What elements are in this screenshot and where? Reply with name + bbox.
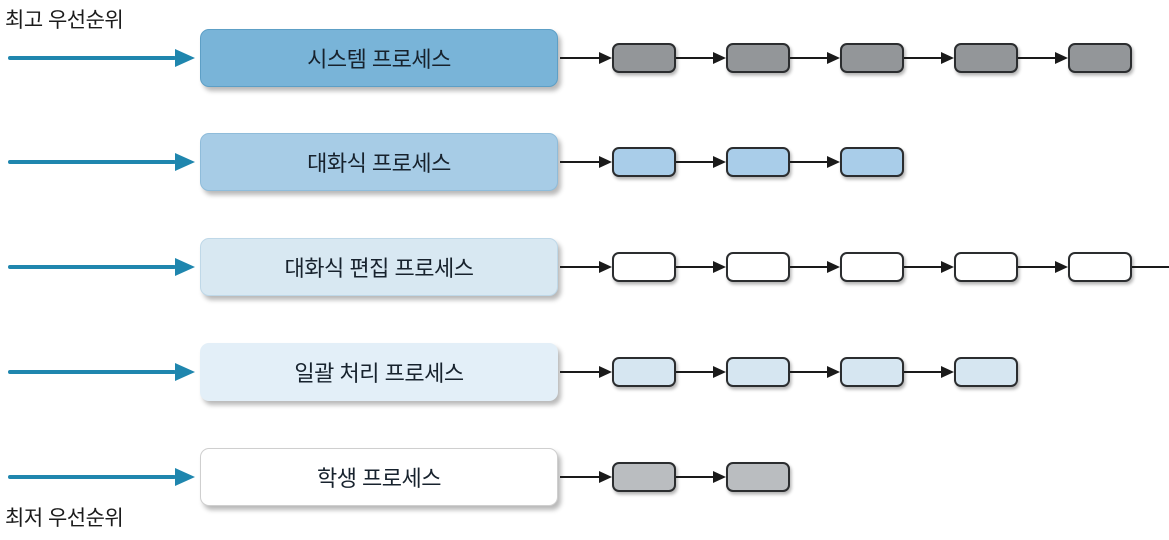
- highest-priority-label: 최고 우선순위: [5, 9, 124, 32]
- queue-link-arrow: [790, 366, 840, 378]
- queue-link-arrow: [676, 366, 726, 378]
- process-item-box: [954, 43, 1018, 73]
- process-item-box: [954, 357, 1018, 387]
- lowest-priority-label: 최저 우선순위: [5, 507, 124, 530]
- queue-box: 대화식 프로세스: [200, 133, 558, 191]
- process-item-box: [612, 462, 676, 492]
- process-item-box: [726, 357, 790, 387]
- queue-link-arrow: [904, 52, 954, 64]
- priority-entry-arrow: [8, 363, 195, 381]
- process-item-box: [726, 252, 790, 282]
- queue-box-label: 시스템 프로세스: [307, 47, 451, 72]
- queue-item-chain: [560, 41, 1132, 75]
- process-item-box: [612, 357, 676, 387]
- process-item-box: [840, 147, 904, 177]
- priority-entry-arrow: [8, 258, 195, 276]
- queue-item-chain: [560, 355, 1018, 389]
- queue-link-arrow: [676, 156, 726, 168]
- queue-box-label: 일괄 처리 프로세스: [294, 361, 464, 386]
- process-item-box: [726, 462, 790, 492]
- queue-item-chain: [560, 250, 1169, 284]
- process-item-box: [840, 357, 904, 387]
- process-item-box: [840, 252, 904, 282]
- queue-box: 시스템 프로세스: [200, 29, 558, 87]
- queue-link-arrow: [1018, 52, 1068, 64]
- queue-item-chain: [560, 145, 904, 179]
- queue-link-arrow: [790, 156, 840, 168]
- process-item-box: [954, 252, 1018, 282]
- queue-box-label: 대화식 편집 프로세스: [284, 256, 474, 281]
- process-item-box: [612, 147, 676, 177]
- queue-link-arrow: [560, 261, 612, 273]
- queue-box-label: 학생 프로세스: [316, 466, 442, 491]
- process-item-box: [840, 43, 904, 73]
- queue-continues-arrow: [1132, 266, 1169, 268]
- queue-link-arrow: [676, 52, 726, 64]
- queue-link-arrow: [560, 156, 612, 168]
- priority-entry-arrow: [8, 49, 195, 67]
- queue-link-arrow: [790, 261, 840, 273]
- queue-link-arrow: [676, 471, 726, 483]
- queue-box: 학생 프로세스: [200, 448, 558, 506]
- queue-link-arrow: [904, 366, 954, 378]
- process-item-box: [1068, 252, 1132, 282]
- process-item-box: [612, 252, 676, 282]
- queue-link-arrow: [560, 366, 612, 378]
- queue-box: 대화식 편집 프로세스: [200, 238, 558, 296]
- process-item-box: [726, 147, 790, 177]
- queue-link-arrow: [790, 52, 840, 64]
- queue-link-arrow: [904, 261, 954, 273]
- process-item-box: [726, 43, 790, 73]
- queue-link-arrow: [676, 261, 726, 273]
- queue-link-arrow: [560, 52, 612, 64]
- priority-entry-arrow: [8, 153, 195, 171]
- queue-box-label: 대화식 프로세스: [307, 151, 451, 176]
- priority-entry-arrow: [8, 468, 195, 486]
- process-item-box: [1068, 43, 1132, 73]
- queue-item-chain: [560, 460, 790, 494]
- queue-link-arrow: [1018, 261, 1068, 273]
- process-item-box: [612, 43, 676, 73]
- queue-box: 일괄 처리 프로세스: [200, 343, 558, 401]
- queue-link-arrow: [560, 471, 612, 483]
